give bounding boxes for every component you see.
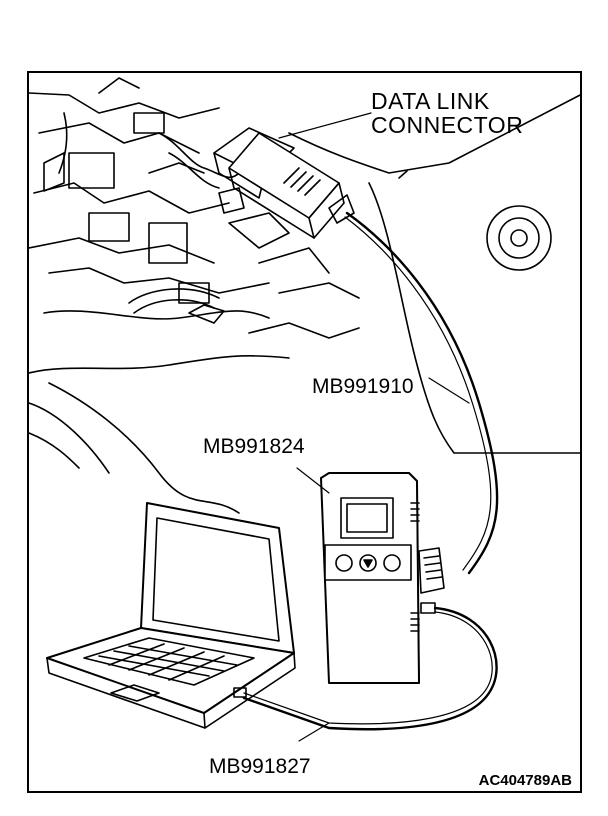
leader-lines: [278, 112, 470, 742]
vci-button-left: [335, 554, 353, 572]
dashboard-underside: [29, 77, 360, 514]
figure-code: AC404789AB: [478, 772, 572, 789]
vci-button-down: [359, 554, 377, 572]
cable-mb991827: [242, 606, 498, 731]
diagram-frame: DATA LINK CONNECTOR MB991910 MB991824 MB…: [27, 71, 582, 793]
label-mb991910: MB991910: [312, 375, 414, 398]
vci-display: [340, 497, 394, 539]
side-trim-panel: [288, 94, 580, 454]
label-mb991827: MB991827: [209, 755, 311, 778]
vci-button-right: [383, 554, 401, 572]
laptop: [46, 502, 296, 729]
label-data-link-connector-line2: CONNECTOR: [371, 112, 524, 138]
vci-unit: [320, 472, 445, 684]
label-mb991824: MB991824: [203, 435, 305, 458]
label-data-link-connector-line1: DATA LINK: [371, 88, 490, 114]
dlc-cable-plug: [228, 132, 355, 239]
cable-mb991910: [345, 211, 499, 575]
diagram-artwork: [29, 77, 580, 742]
speaker-grille: [486, 205, 552, 271]
